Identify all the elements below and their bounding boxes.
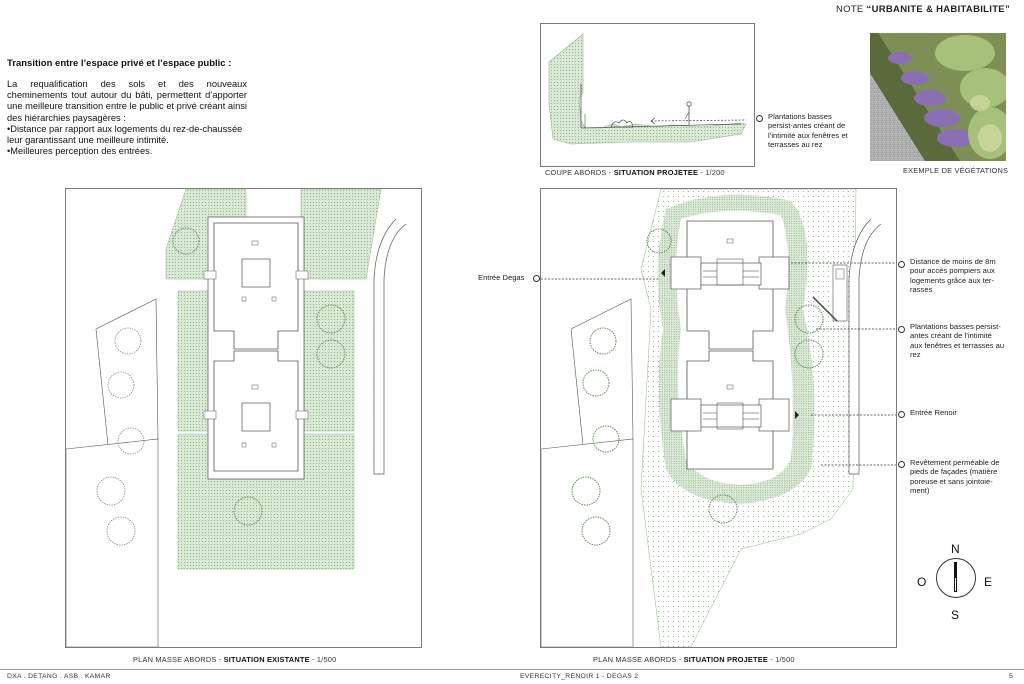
entree-degas-marker <box>533 275 540 282</box>
note-prefix: NOTE <box>835 4 867 15</box>
callout-revetement-text: Revêtement perméable de pieds de façades… <box>910 458 1000 495</box>
section-callout-marker <box>756 115 763 122</box>
vegetation-photo-image <box>870 33 1006 161</box>
footer-rule <box>0 669 1024 670</box>
document-note-header: NOTE “URBANITE & HABITABILITE” <box>836 4 1010 15</box>
plan-projected-caption: PLAN MASSE ABORDS - SITUATION PROJETEE -… <box>593 655 795 664</box>
section-caption: COUPE ABORDS - SITUATION PROJETEE - 1/20… <box>545 168 725 177</box>
compass-east: E <box>984 575 993 589</box>
plan-existing-frame <box>65 188 422 648</box>
plan-projected-frame <box>540 188 897 648</box>
footer-center: EVERECITY_RENOIR 1 - DEGAS 2 <box>520 673 639 680</box>
callout-entree-renoir-marker <box>898 411 905 418</box>
callout-distance-marker <box>898 261 905 268</box>
section-drawing <box>548 33 747 145</box>
callout-revetement-marker <box>898 461 905 468</box>
section-callout-text: Plantations basses persist-antes créant … <box>768 112 848 149</box>
compass-south: S <box>951 608 960 622</box>
section-drawing-frame <box>540 23 755 167</box>
intro-paragraph: La requalification des sols et des nouve… <box>7 79 247 123</box>
compass-needle-base <box>954 577 957 592</box>
intro-bullet-1: •Distance par rapport aux logements du r… <box>7 123 243 146</box>
callout-plantations-text: Plantations basses persist-antes créant … <box>910 322 1005 359</box>
intro-bullet-2: •Meilleures perception des entrées. <box>7 146 153 157</box>
compass-west: O <box>917 575 927 589</box>
callout-plantations-marker <box>898 326 905 333</box>
callout-entree-renoir-text: Entrée Renoir <box>910 408 957 417</box>
callout-distance-text: Distance de moins de 8m pour accès pompi… <box>910 257 996 294</box>
compass: N S O E <box>916 540 996 624</box>
photo-caption: EXEMPLE DE VÉGÉTATIONS <box>903 166 1009 175</box>
note-title: “URBANITE & HABITABILITE” <box>866 4 1010 15</box>
compass-circle <box>936 558 976 598</box>
vegetation-photo <box>870 33 1006 161</box>
plan-existing-drawing <box>65 188 407 648</box>
intro-body: La requalification des sols et des nouve… <box>7 79 247 157</box>
footer-left: DXA . DETANG . ASB . KAMAR <box>7 673 111 680</box>
intro-title: Transition entre l’espace privé et l’esp… <box>7 58 232 69</box>
plan-existing-caption: PLAN MASSE ABORDS - SITUATION EXISTANTE … <box>133 655 337 664</box>
footer-page-number: 5 <box>1009 673 1014 680</box>
plan-projected-drawing <box>540 188 896 648</box>
entree-degas-label: Entrée Degas <box>478 273 525 282</box>
compass-north: N <box>951 542 960 556</box>
